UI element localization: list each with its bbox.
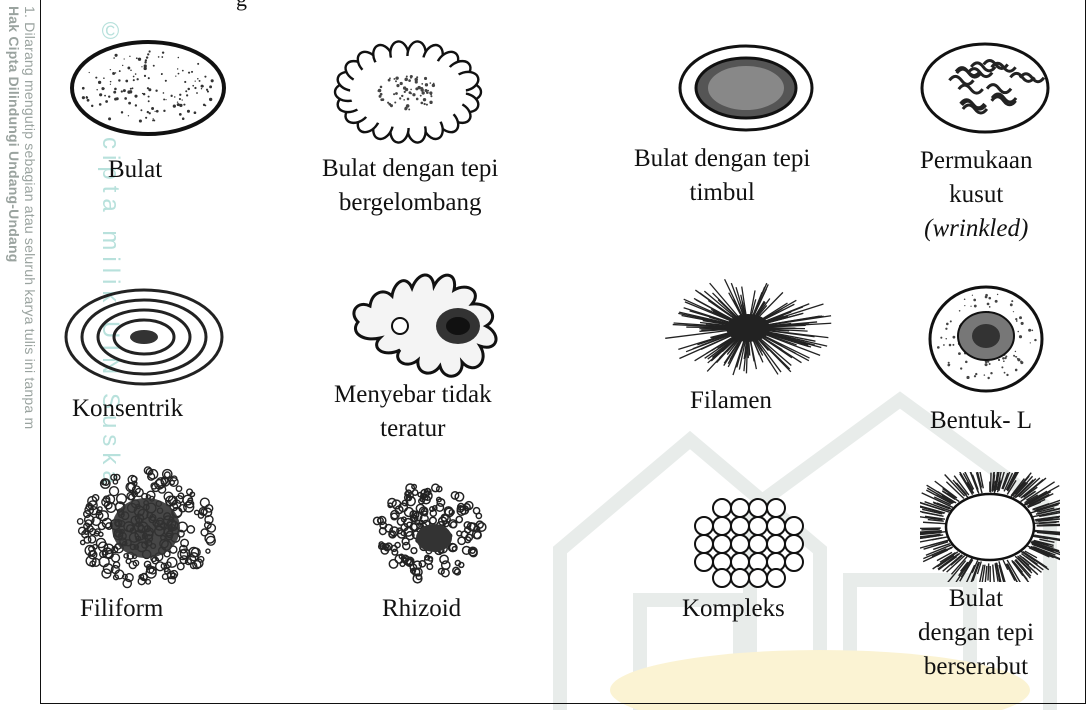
label-line: Bulat xyxy=(918,582,1034,616)
colony-label-filiform: Filiform xyxy=(80,592,163,626)
copyright-watermark: Hak Cipta Dilindungi Undang-Undang 1. Di… xyxy=(4,6,38,706)
colony-bulat-drawing xyxy=(68,38,228,138)
label-line: Filamen xyxy=(690,387,772,414)
colony-rhizoid-drawing xyxy=(370,480,488,584)
colony-menyebar-tidak-teratur-drawing xyxy=(340,262,520,382)
label-line: Kompleks xyxy=(682,595,785,622)
label-line: dengan tepi xyxy=(918,616,1034,650)
colony-label-bulat-tepi-timbul: Bulat dengan tepi timbul xyxy=(634,142,810,210)
label-line: Konsentrik xyxy=(72,395,183,422)
colony-label-bentuk-l: Bentuk- L xyxy=(930,404,1032,438)
label-line: timbul xyxy=(634,176,810,210)
header-fragment: g xyxy=(236,0,247,12)
colony-label-bulat: Bulat xyxy=(108,153,162,187)
colony-permukaan-kusut-drawing xyxy=(918,40,1052,136)
colony-filiform-drawing xyxy=(72,464,220,592)
colony-label-konsentrik: Konsentrik xyxy=(72,392,183,426)
colony-bentuk-l-drawing xyxy=(926,282,1046,396)
label-line: Bentuk- L xyxy=(930,407,1032,434)
colony-bulat-tepi-timbul-drawing xyxy=(676,42,816,134)
colony-label-permukaan-kusut: Permukaan kusut (wrinkled) xyxy=(920,144,1032,246)
colony-bulat-tepi-bergelombang-drawing xyxy=(328,38,488,146)
label-line: Bulat xyxy=(108,156,162,183)
label-line: Menyebar tidak xyxy=(334,378,492,412)
colony-kompleks-drawing xyxy=(684,488,814,592)
label-line: Filiform xyxy=(80,595,163,622)
colony-konsentrik-drawing xyxy=(62,286,226,388)
label-line: teratur xyxy=(334,412,492,446)
label-line: kusut xyxy=(920,178,1032,212)
label-line: Bulat dengan tepi xyxy=(322,152,498,186)
label-line: Bulat dengan tepi xyxy=(634,142,810,176)
label-line: Permukaan xyxy=(920,144,1032,178)
label-line: Rhizoid xyxy=(382,595,461,622)
colony-filamen-drawing xyxy=(660,272,836,384)
colony-label-rhizoid: Rhizoid xyxy=(382,592,461,626)
colony-bulat-tepi-berserabut-drawing xyxy=(920,472,1060,582)
watermark-line-1: Hak Cipta Dilindungi Undang-Undang xyxy=(6,6,22,262)
colony-label-bulat-tepi-bergelombang: Bulat dengan tepi bergelombang xyxy=(322,152,498,220)
label-line-italic: (wrinkled) xyxy=(920,212,1032,246)
colony-label-filamen: Filamen xyxy=(690,384,772,418)
watermark-line-2: 1. Dilarang mengutip sebagian atau selur… xyxy=(22,6,38,429)
colony-label-kompleks: Kompleks xyxy=(682,592,785,626)
label-line: bergelombang xyxy=(322,186,498,220)
colony-label-menyebar-tidak-teratur: Menyebar tidak teratur xyxy=(334,378,492,446)
label-line: berserabut xyxy=(918,650,1034,684)
colony-label-bulat-tepi-berserabut: Bulat dengan tepi berserabut xyxy=(918,582,1034,684)
